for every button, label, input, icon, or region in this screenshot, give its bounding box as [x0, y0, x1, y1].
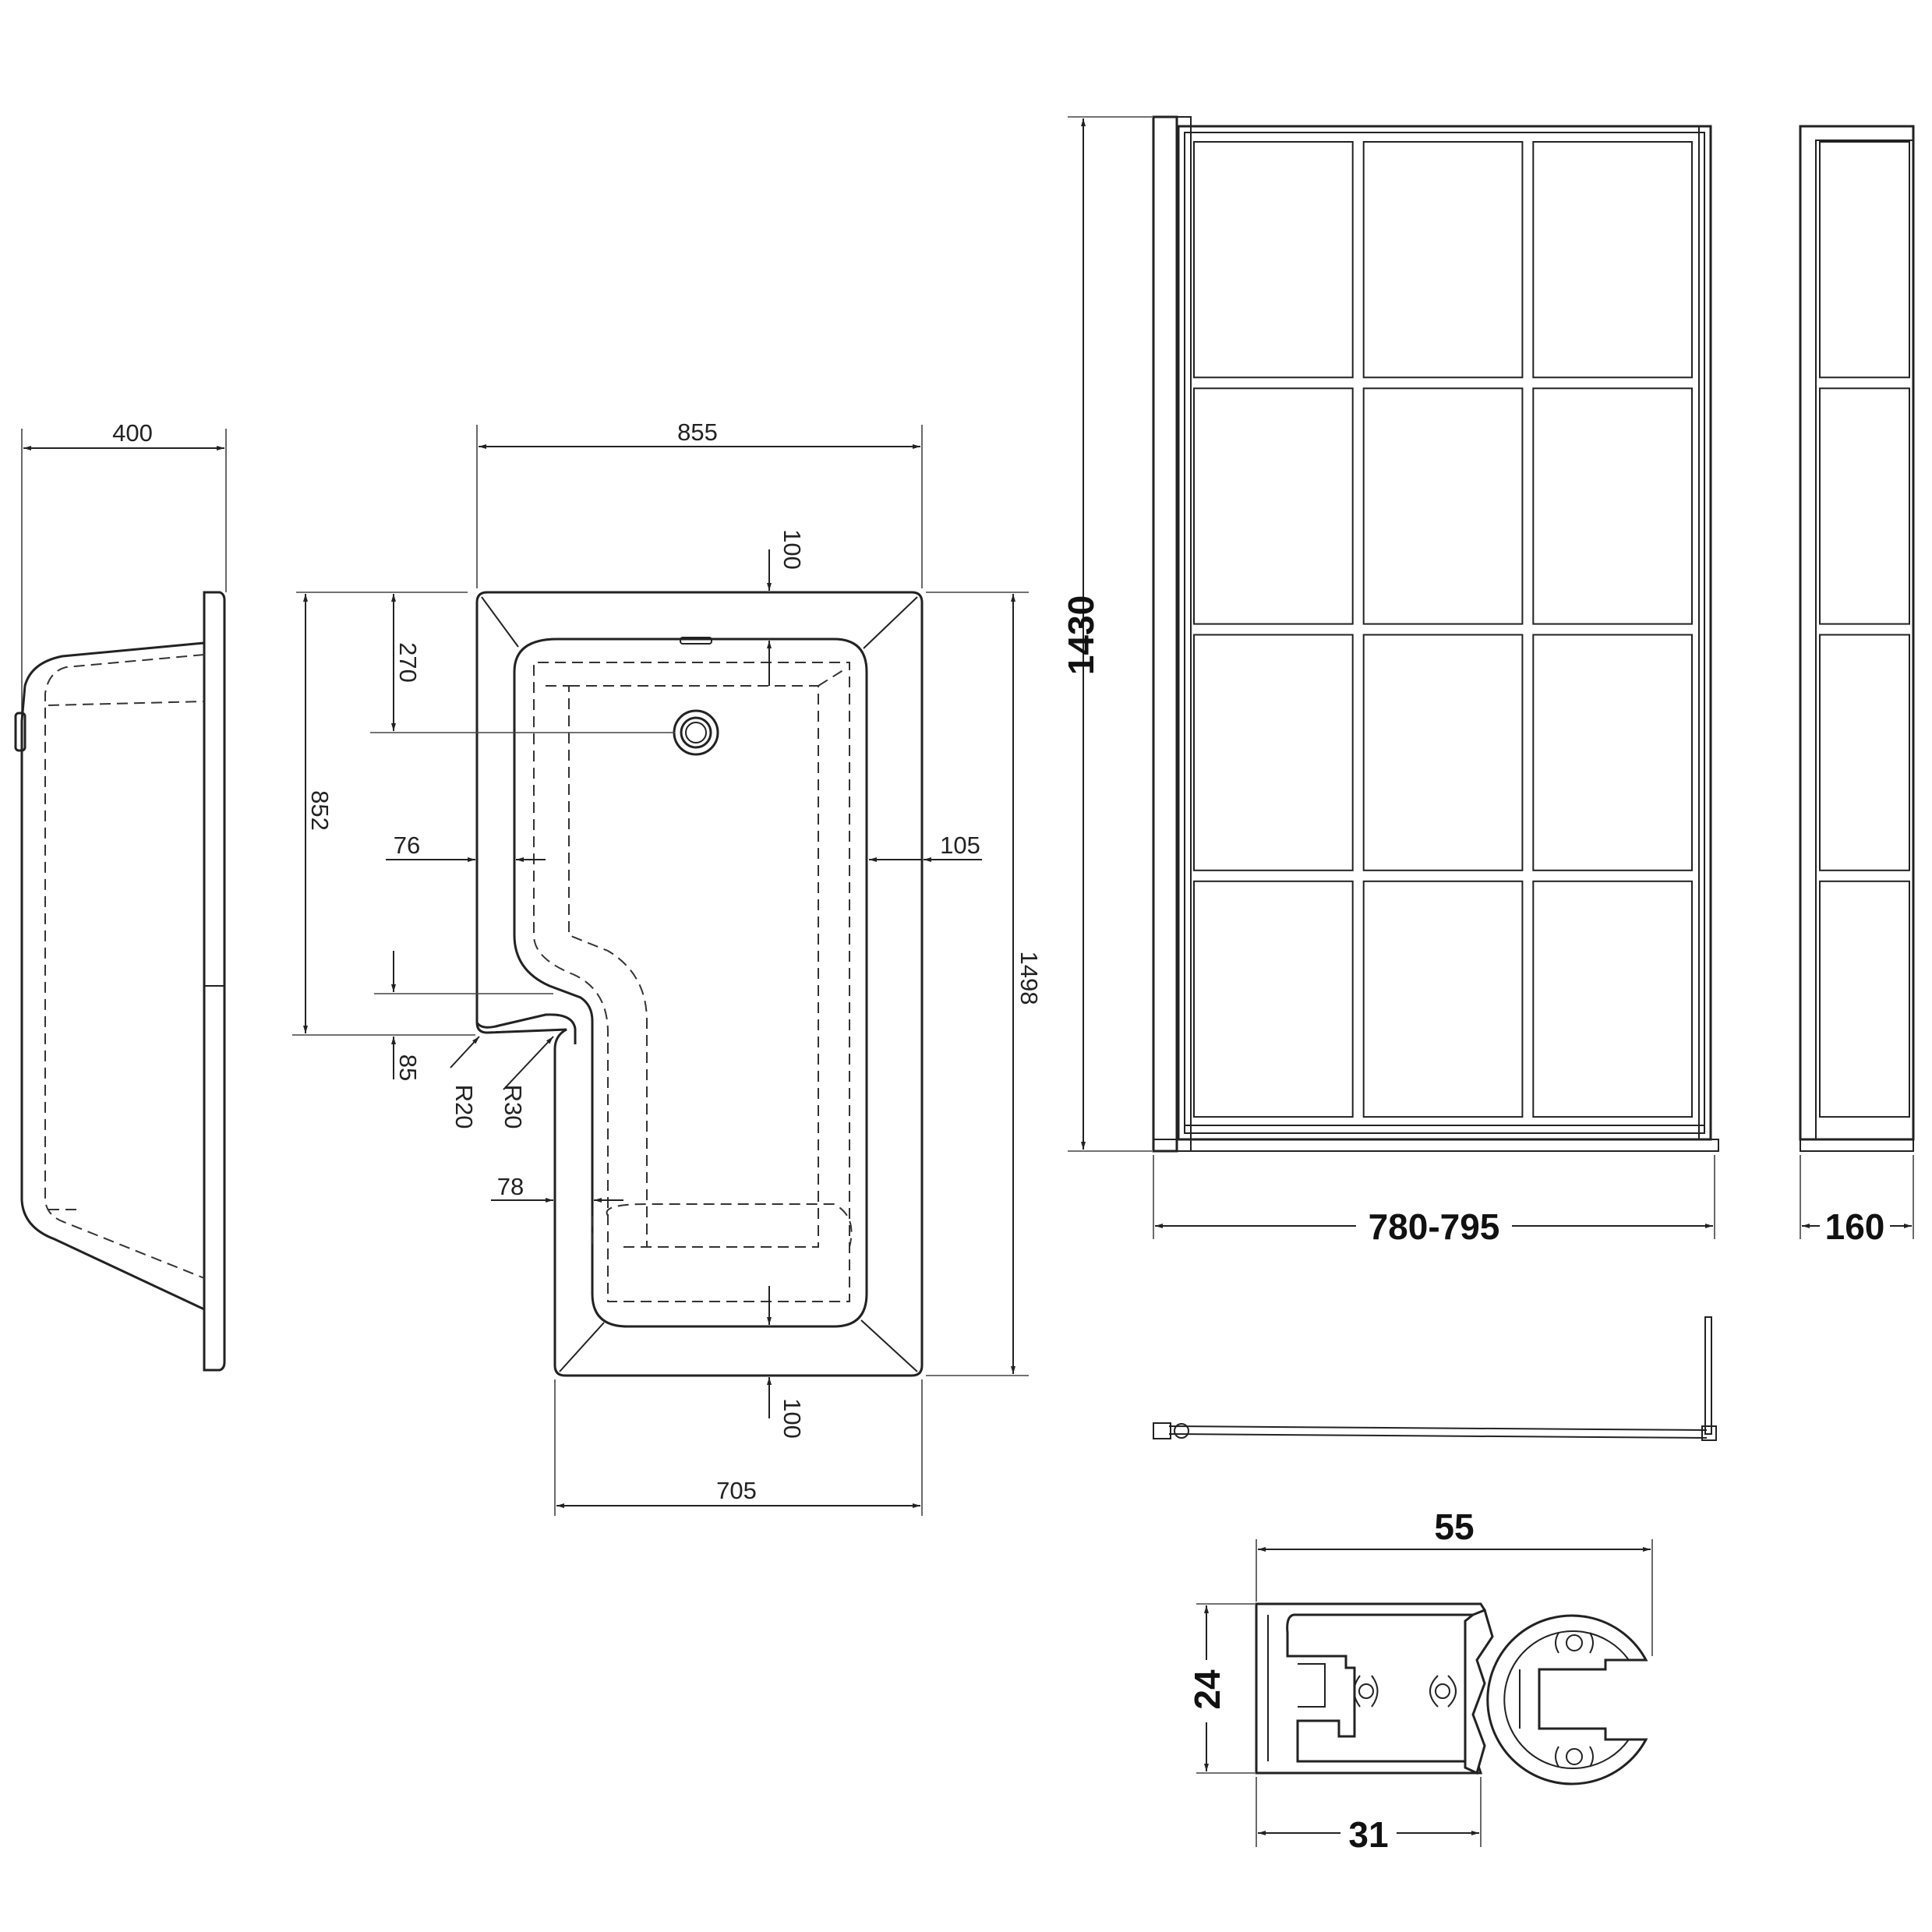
- dim-shoulder-depth: 852: [306, 790, 334, 831]
- glass-clamp-profile: [1486, 1614, 1648, 1785]
- overflow-slot: [680, 637, 712, 645]
- dim-screen-width: 780-795: [1369, 1206, 1500, 1247]
- screen-front-view: 1430 780-795: [1061, 115, 1719, 1247]
- dim-waste-offset: 270: [394, 642, 422, 683]
- glass-pane: [1193, 634, 1354, 871]
- dim-profile-height: 24: [1187, 1669, 1227, 1710]
- glass-frame: [1177, 125, 1712, 1141]
- glass-pane: [1362, 387, 1524, 625]
- wall-profile: [1255, 1602, 1487, 1775]
- glass-pane: [1193, 387, 1354, 625]
- bottom-rail: [1153, 1139, 1719, 1152]
- dim-step: 85: [394, 1054, 422, 1081]
- glass-pane: [1362, 634, 1524, 871]
- waste-outlet: [673, 709, 719, 756]
- bath-plan-view: 855 100 270 852 76 105 1498 85: [292, 419, 1043, 1516]
- side-pane: [1819, 141, 1910, 379]
- screen-side-view: 160: [1799, 125, 1915, 1247]
- glass-pane: [1362, 141, 1524, 379]
- dim-side-length: 400: [112, 419, 153, 447]
- dim-plan-width: 855: [677, 419, 718, 446]
- glass-pane: [1532, 141, 1694, 379]
- dim-bottom-rim: 100: [779, 1398, 806, 1439]
- glass-pane: [1362, 880, 1524, 1118]
- side-frame: [1799, 125, 1915, 1141]
- side-pane: [1819, 634, 1910, 871]
- dim-right-rim: 105: [940, 832, 980, 859]
- glass-pane: [1532, 634, 1694, 871]
- bath-side-view: 400: [14, 419, 227, 1372]
- overflow-knob: [14, 712, 26, 752]
- dim-lower-left-rim: 78: [497, 1173, 524, 1200]
- dim-screen-depth: 160: [1825, 1206, 1885, 1247]
- dim-radius-small: R20: [450, 1085, 478, 1129]
- dim-foot-width: 705: [716, 1477, 757, 1504]
- glass-pane: [1532, 880, 1694, 1118]
- glass-pane: [1193, 880, 1354, 1118]
- dim-top-rim: 100: [779, 529, 806, 570]
- dim-left-rim: 76: [394, 832, 420, 859]
- glass-pane: [1532, 387, 1694, 625]
- side-frame-bars: [1819, 141, 1910, 1118]
- glass-pane: [1193, 141, 1354, 379]
- bath-basin: [513, 638, 868, 1328]
- side-pane: [1819, 387, 1910, 625]
- bath-tub-body: [20, 641, 205, 1311]
- dim-screen-height: 1430: [1061, 595, 1101, 675]
- side-pane: [1819, 880, 1910, 1118]
- dim-channel-width: 31: [1348, 1814, 1388, 1855]
- dim-radius-large: R30: [500, 1085, 527, 1129]
- pivot-arm: [1704, 1316, 1712, 1435]
- dim-profile-width: 55: [1434, 1506, 1474, 1547]
- bath-rim-plate: [203, 591, 226, 1372]
- glass-grid: [1193, 141, 1694, 1118]
- profile-section: 55 24 31: [1187, 1506, 1653, 1855]
- wall-channel: [1152, 115, 1178, 1153]
- screen-plan-view: [1153, 1316, 1717, 1441]
- dim-overall-length: 1498: [1015, 952, 1043, 1005]
